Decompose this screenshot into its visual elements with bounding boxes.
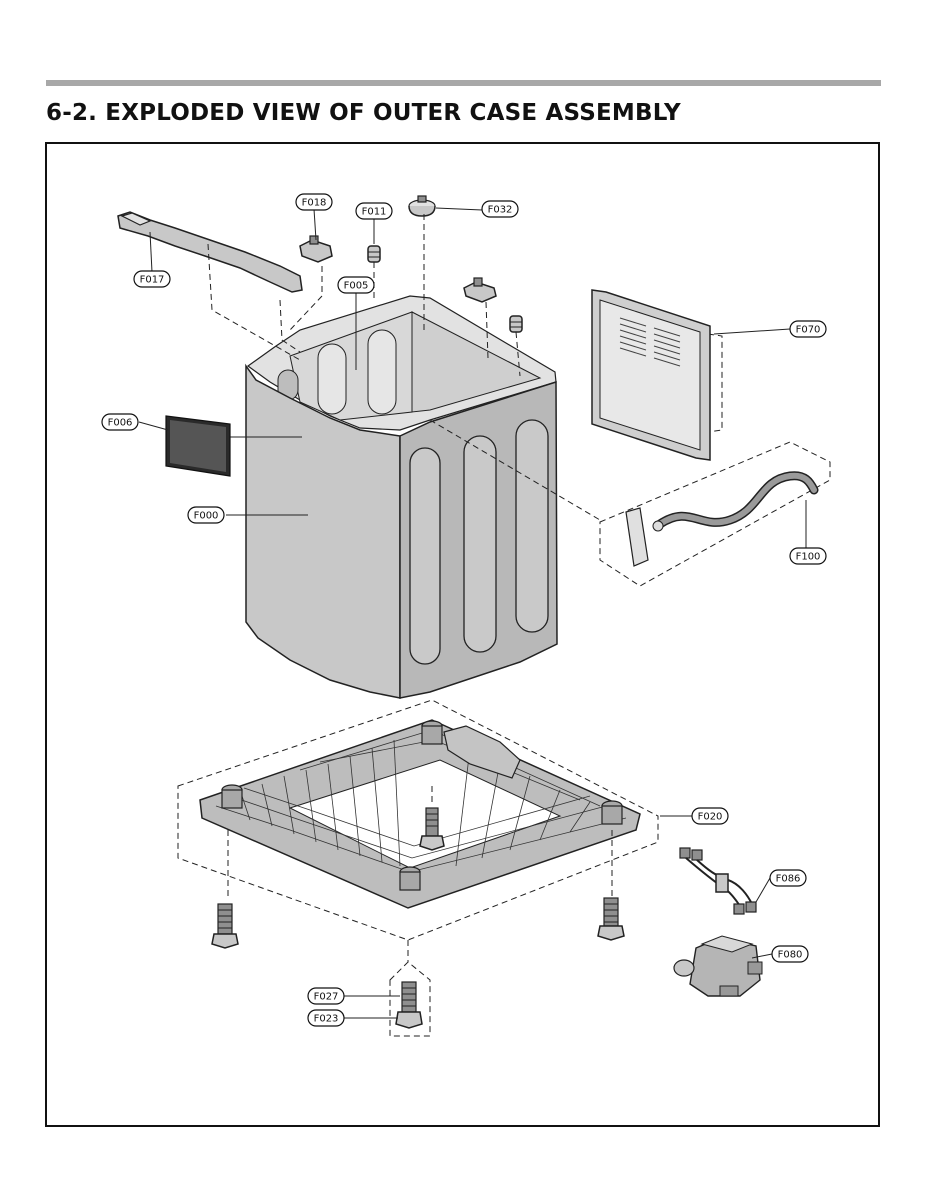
page-title: 6-2. EXPLODED VIEW OF OUTER CASE ASSEMBL…	[46, 100, 681, 126]
leveling-leg-right	[597, 830, 625, 941]
leveling-leg-front	[389, 940, 431, 1037]
hinge-bracket-left	[299, 235, 333, 263]
svg-text:F027: F027	[314, 992, 339, 1003]
svg-text:F018: F018	[302, 198, 327, 209]
leveling-leg-center	[419, 786, 445, 851]
drain-hose-assembly	[599, 441, 831, 587]
drain-pump	[673, 935, 763, 997]
callout-F032[interactable]: F032	[481, 200, 519, 218]
svg-text:F005: F005	[344, 281, 369, 292]
callout-F000[interactable]: F000	[187, 506, 225, 524]
callout-F100[interactable]: F100	[789, 547, 827, 565]
guide-line-bracket-2	[279, 299, 301, 353]
wire-harness	[679, 847, 757, 915]
callout-labels: F018 F011 F032 F017 F005 F070 F006 F000	[101, 193, 827, 1027]
header-rule	[46, 80, 881, 86]
hose-clamp	[408, 195, 436, 217]
guide-line-cap-right	[515, 331, 521, 377]
svg-text:F100: F100	[796, 552, 821, 563]
callout-F080[interactable]: F080	[771, 945, 809, 963]
svg-text:F032: F032	[488, 205, 513, 216]
svg-text:F000: F000	[194, 511, 219, 522]
callout-F017[interactable]: F017	[133, 270, 171, 288]
hinge-bracket-right	[463, 277, 497, 303]
rubber-cap-right	[509, 315, 523, 333]
svg-text:F070: F070	[796, 325, 821, 336]
base-frame	[177, 699, 659, 941]
callout-F027[interactable]: F027	[307, 987, 345, 1005]
callout-F070[interactable]: F070	[789, 320, 827, 338]
guide-line-panel	[707, 333, 723, 433]
outer-cabinet	[226, 295, 558, 699]
callout-F005[interactable]: F005	[337, 276, 375, 294]
svg-text:F023: F023	[314, 1014, 339, 1025]
leveling-leg-left	[211, 830, 239, 949]
top-frame-bracket	[117, 211, 303, 293]
callout-F023[interactable]: F023	[307, 1009, 345, 1027]
svg-text:F020: F020	[698, 812, 723, 823]
rubber-cap-top	[367, 245, 381, 263]
guide-line-hinge	[289, 266, 323, 331]
svg-text:F006: F006	[108, 418, 133, 429]
guide-line-hose	[429, 419, 601, 521]
svg-text:F011: F011	[362, 207, 387, 218]
callout-F011[interactable]: F011	[355, 202, 393, 220]
label-plate	[165, 415, 231, 477]
callout-leaders	[138, 207, 807, 1019]
guide-line-bracket	[207, 243, 301, 361]
callout-F006[interactable]: F006	[101, 413, 139, 431]
diagram-frame	[45, 142, 880, 1127]
callout-F086[interactable]: F086	[769, 869, 807, 887]
svg-text:F017: F017	[140, 275, 165, 286]
rear-service-panel	[591, 289, 711, 461]
callout-F020[interactable]: F020	[691, 807, 729, 825]
callout-F018[interactable]: F018	[295, 193, 333, 211]
svg-text:F080: F080	[778, 950, 803, 961]
svg-text:F086: F086	[776, 874, 801, 885]
